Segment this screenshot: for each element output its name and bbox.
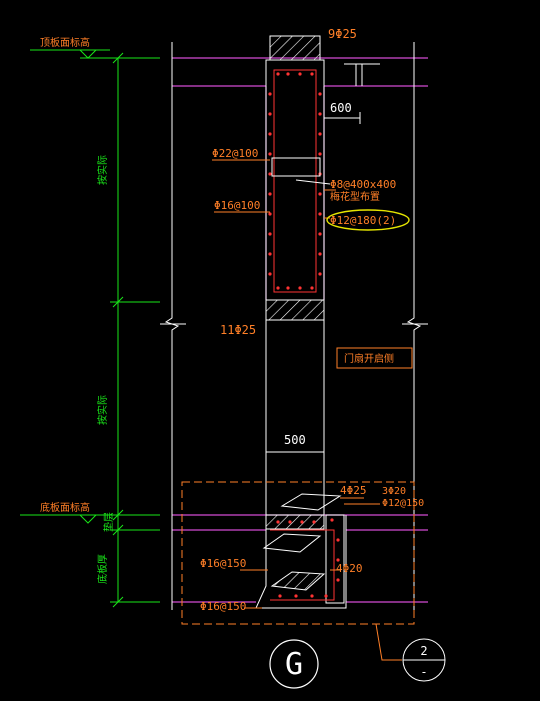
detail-callout (402, 638, 446, 682)
vertical-dimension-chain (80, 52, 160, 608)
label-height-upper: 按实际 (96, 155, 109, 185)
label-highlight-bar: Φ12@180(2) (330, 214, 396, 227)
label-bottom-cover: 垫层 (102, 512, 115, 532)
anchor-bolt-symbol (344, 63, 380, 86)
grid-mark-g: G (285, 647, 303, 682)
label-top-elevation: 顶板面标高 (40, 36, 90, 49)
label-bottom-thickness: 底板厚 (96, 554, 109, 584)
dimension-600 (323, 112, 361, 124)
grid-bubble-g (269, 639, 319, 689)
label-dim-500: 500 (284, 433, 306, 447)
highlight-ellipse (326, 209, 410, 231)
door-note-box (336, 347, 413, 369)
label-door-note: 门扇开启侧 (344, 352, 394, 365)
lower-footing-section (181, 481, 415, 661)
label-tie-bar-note: 梅花型布置 (330, 190, 380, 203)
elevation-marker-bottom (20, 514, 110, 524)
label-leaders (212, 159, 336, 219)
label-rebar-16-150-b: Φ16@150 (200, 600, 246, 613)
label-bottom-elevation: 底板面标高 (40, 501, 90, 514)
label-rebar-4-25: 4Φ25 (340, 484, 367, 497)
outer-wall-lines (160, 42, 428, 610)
label-rebar-16-150-a: Φ16@150 (200, 557, 246, 570)
dimension-500 (265, 446, 325, 458)
label-stirrup-mid: Φ16@100 (214, 199, 260, 212)
label-height-lower: 按实际 (96, 395, 109, 425)
elevation-marker-top (30, 49, 110, 59)
label-bottom-rebar-upper: 11Φ25 (220, 323, 256, 337)
detail-number: 2 (420, 644, 427, 658)
label-tie-bar: Φ8@400x400 (330, 178, 396, 191)
label-stirrup-top: Φ22@100 (212, 147, 258, 160)
upper-beam-section (265, 35, 331, 321)
label-rebar-3-20: 3Φ20 (382, 486, 406, 497)
label-top-rebar: 9Φ25 (328, 27, 357, 41)
label-rebar-4-20: 4Φ20 (336, 562, 363, 575)
detail-sheet: - (420, 665, 427, 679)
label-dim-600: 600 (330, 101, 352, 115)
label-rebar-12-150: Φ12@150 (382, 498, 424, 509)
